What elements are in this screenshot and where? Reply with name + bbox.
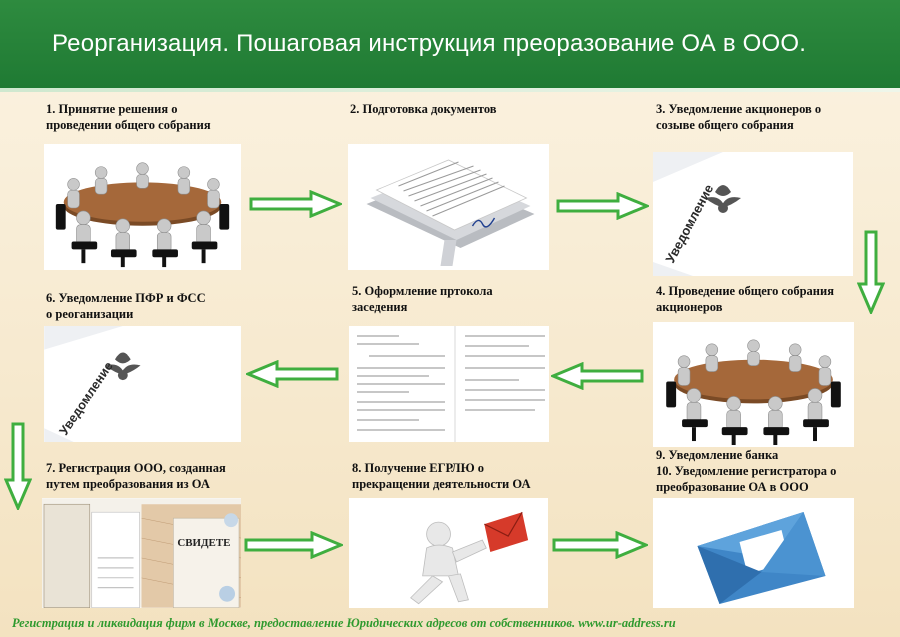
step-10-line-1: 10. Уведомление регистратора о xyxy=(656,464,837,478)
step-4-line-2: акционеров xyxy=(656,300,723,314)
step-2-label: 2. Подготовка документов xyxy=(350,101,497,117)
step-1-line-1: 1. Принятие решения о xyxy=(46,102,178,116)
meeting-table-icon xyxy=(44,144,241,270)
courier-envelope-icon xyxy=(349,498,548,608)
step-3-line-2: созыве общего собрания xyxy=(656,118,794,132)
step-3-line-1: 3. Уведомление акционеров о xyxy=(656,102,822,116)
step-7-line-1: 7. Регистрация ООО, созданная xyxy=(46,461,226,475)
footer-text: Регистрация и ликвидация фирм в Москве, … xyxy=(12,616,676,630)
step-5-label: 5. Оформление пртокола заседения xyxy=(352,283,493,315)
step-1-label: 1. Принятие решения о проведении общего … xyxy=(46,101,211,133)
meeting-table-icon xyxy=(653,322,854,447)
arrow-left-4-to-5 xyxy=(551,362,644,390)
arrow-right-7-to-8 xyxy=(244,531,343,559)
step-7-label: 7. Регистрация ООО, созданная путем прео… xyxy=(46,460,226,492)
step-3-label: 3. Уведомление акционеров о созыве общег… xyxy=(656,101,821,133)
step-5-line-1: 5. Оформление пртокола xyxy=(352,284,493,298)
step-1-line-2: проведении общего собрания xyxy=(46,118,211,132)
step-2-line-1: 2. Подготовка документов xyxy=(350,102,497,116)
documents-stack-icon xyxy=(348,144,549,270)
step-8-line-1: 8. Получение ЕГРЛЮ о xyxy=(352,461,485,475)
step-6-line-2: о реоганизации xyxy=(46,307,134,321)
arrow-down-6-to-7 xyxy=(4,422,32,510)
arrow-right-1-to-2 xyxy=(249,190,342,218)
step-8-line-2: прекращении деятельности ОА xyxy=(352,477,531,491)
step-4-line-1: 4. Проведение общего собрания xyxy=(656,284,834,298)
header-divider xyxy=(0,88,900,92)
arrow-right-8-to-9 xyxy=(552,531,648,559)
certificates-icon: СВИДЕТЕ xyxy=(42,498,241,608)
step-10-line-2: преобразование ОА в ООО xyxy=(656,480,809,494)
step-5-line-2: заседения xyxy=(352,300,408,314)
arrow-right-2-to-3 xyxy=(556,192,649,220)
blue-envelope-icon xyxy=(653,498,854,608)
arrow-left-5-to-6 xyxy=(246,360,339,388)
arrow-down-3-to-4 xyxy=(857,230,885,314)
step-9-line-1: 9. Уведомление банка xyxy=(656,448,779,462)
step-6-line-1: 6. Уведомление ПФР и ФСС xyxy=(46,291,206,305)
step-4-label: 4. Проведение общего собрания акционеров xyxy=(656,283,834,315)
notice-document-icon: Уведомление xyxy=(653,152,853,276)
step-6-label: 6. Уведомление ПФР и ФСС о реоганизации xyxy=(46,290,206,322)
page-title: Реорганизация. Пошаговая инструкция прео… xyxy=(52,30,807,57)
protocol-form-icon xyxy=(349,326,549,442)
certificate-word: СВИДЕТЕ xyxy=(177,537,230,549)
step-7-line-2: путем преобразования из ОА xyxy=(46,477,210,491)
header-banner: Реорганизация. Пошаговая инструкция прео… xyxy=(0,0,900,88)
step-8-label: 8. Получение ЕГРЛЮ о прекращении деятель… xyxy=(352,460,530,492)
notice-document-icon: Уведомление xyxy=(44,326,241,442)
step-9-label: 9. Уведомление банка 10. Уведомление рег… xyxy=(656,447,836,495)
